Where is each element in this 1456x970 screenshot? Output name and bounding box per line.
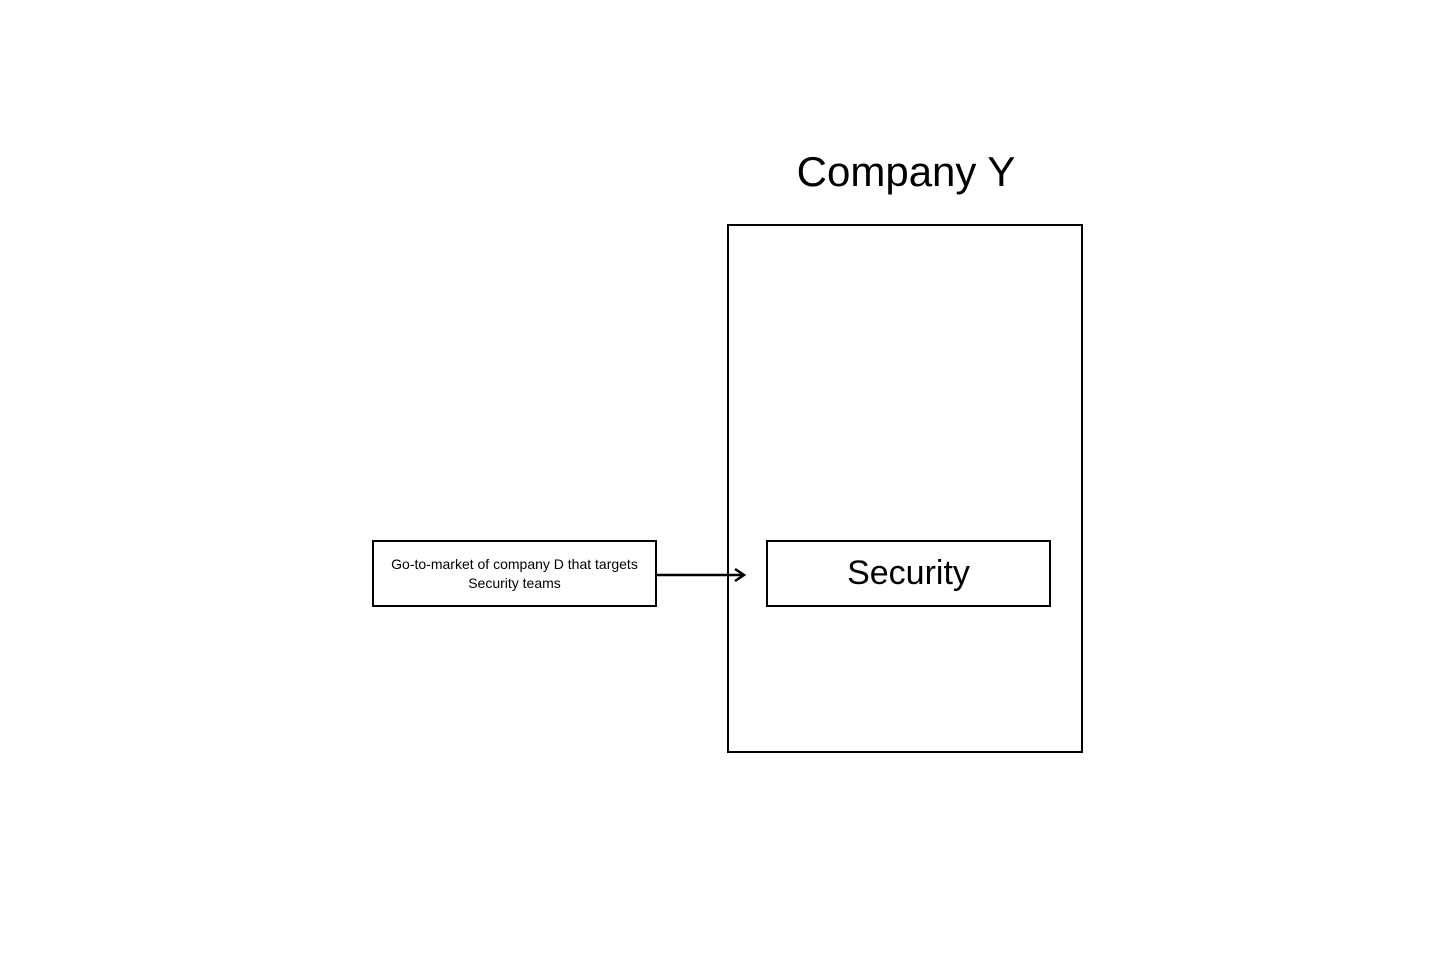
security-box: Security <box>766 540 1051 607</box>
company-title: Company Y <box>796 148 1016 195</box>
company-box <box>727 224 1083 753</box>
go-to-market-label: Go-to-market of company D that targets S… <box>391 555 638 591</box>
security-label: Security <box>847 554 970 592</box>
go-to-market-box: Go-to-market of company D that targets S… <box>372 540 657 607</box>
